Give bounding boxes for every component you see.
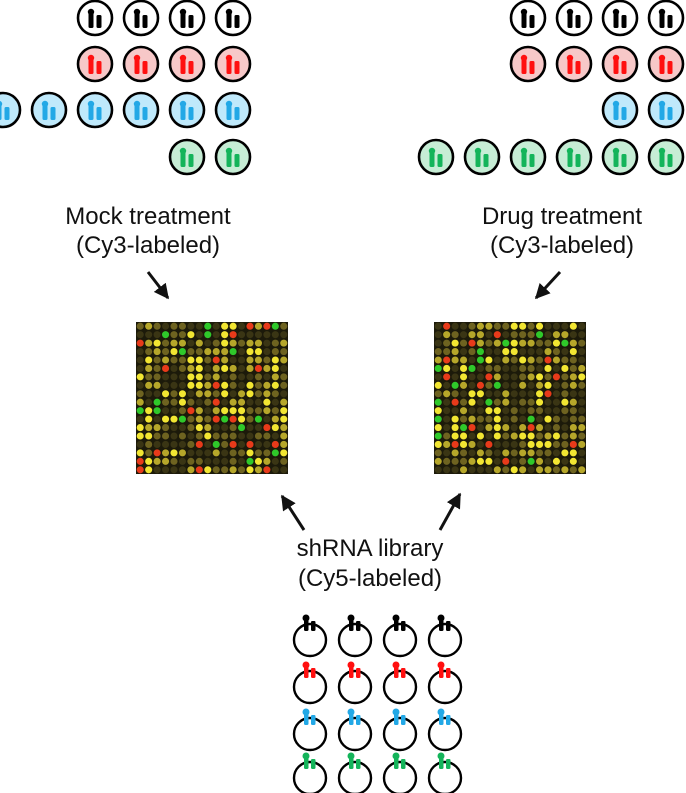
library-cy5-label: (Cy5-labeled)	[298, 565, 442, 592]
red-plasmid-icon	[509, 45, 547, 83]
blue-plasmid-icon	[382, 708, 418, 752]
black-plasmid-icon	[292, 614, 328, 658]
blue-plasmid-icon	[427, 708, 463, 752]
mock-to-array-arrow-icon	[146, 271, 170, 300]
green-plasmid-icon	[417, 138, 455, 176]
red-plasmid-icon	[122, 45, 160, 83]
black-plasmid-icon	[555, 0, 593, 37]
red-plasmid-icon	[555, 45, 593, 83]
green-plasmid-icon	[509, 138, 547, 176]
blue-plasmid-icon	[168, 91, 206, 129]
blue-plasmid-icon	[647, 91, 685, 129]
blue-plasmid-icon	[337, 708, 373, 752]
green-plasmid-icon	[555, 138, 593, 176]
blue-plasmid-icon	[76, 91, 114, 129]
red-plasmid-icon	[337, 661, 373, 705]
blue-plasmid-icon	[122, 91, 160, 129]
blue-plasmid-icon	[0, 91, 22, 129]
red-plasmid-icon	[168, 45, 206, 83]
black-plasmid-icon	[509, 0, 547, 37]
drug-cy3-label: (Cy3-labeled)	[490, 232, 634, 259]
green-plasmid-icon	[647, 138, 685, 176]
black-plasmid-icon	[382, 614, 418, 658]
mock-cy3-label: (Cy3-labeled)	[76, 232, 220, 259]
black-plasmid-icon	[76, 0, 114, 37]
black-plasmid-icon	[214, 0, 252, 37]
green-plasmid-icon	[427, 752, 463, 793]
black-plasmid-icon	[122, 0, 160, 37]
blue-plasmid-icon	[292, 708, 328, 752]
green-plasmid-icon	[337, 752, 373, 793]
black-plasmid-icon	[601, 0, 639, 37]
green-plasmid-icon	[168, 138, 206, 176]
red-plasmid-icon	[427, 661, 463, 705]
blue-plasmid-icon	[30, 91, 68, 129]
shrna-library-label: shRNA library	[297, 535, 444, 562]
black-plasmid-icon	[337, 614, 373, 658]
green-plasmid-icon	[292, 752, 328, 793]
green-plasmid-icon	[382, 752, 418, 793]
red-plasmid-icon	[76, 45, 114, 83]
red-plasmid-icon	[601, 45, 639, 83]
red-plasmid-icon	[382, 661, 418, 705]
red-plasmid-icon	[214, 45, 252, 83]
mock-treatment-plasmid-pool	[0, 0, 252, 176]
mock-microarray-image	[136, 322, 288, 474]
green-plasmid-icon	[463, 138, 501, 176]
library-to-mock-array-arrow-icon	[280, 494, 306, 531]
black-plasmid-icon	[168, 0, 206, 37]
blue-plasmid-icon	[214, 91, 252, 129]
black-plasmid-icon	[647, 0, 685, 37]
green-plasmid-icon	[601, 138, 639, 176]
green-plasmid-icon	[214, 138, 252, 176]
shrna-library-plasmid-pool	[292, 614, 463, 793]
black-plasmid-icon	[427, 614, 463, 658]
red-plasmid-icon	[292, 661, 328, 705]
drug-microarray-image	[434, 322, 586, 474]
drug-treatment-plasmid-pool	[417, 0, 685, 176]
drug-to-array-arrow-icon	[534, 270, 562, 300]
drug-treatment-label: Drug treatment	[482, 203, 642, 230]
red-plasmid-icon	[647, 45, 685, 83]
mock-treatment-label: Mock treatment	[65, 203, 231, 230]
library-to-drug-array-arrow-icon	[438, 492, 462, 531]
blue-plasmid-icon	[601, 91, 639, 129]
